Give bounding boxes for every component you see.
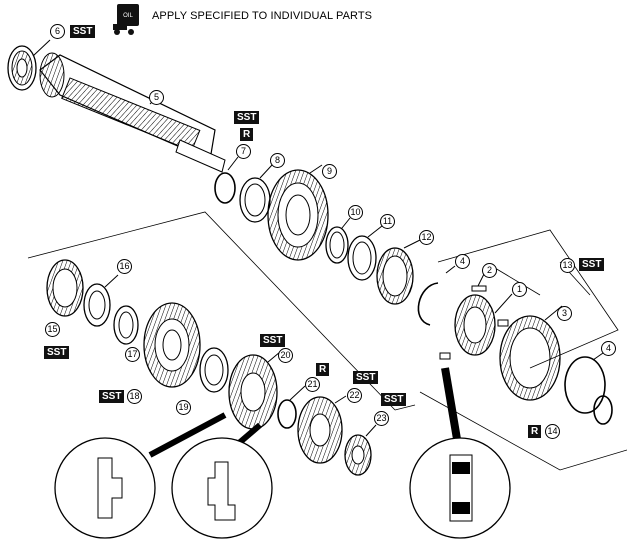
callout-19: 19 — [176, 400, 191, 415]
clutch-hub-1 — [454, 293, 513, 356]
group-panel-right — [419, 391, 627, 471]
snap-ring-21 — [277, 385, 306, 429]
snap-ring-4b — [564, 352, 606, 414]
callout-4b: 4 — [601, 341, 616, 356]
synchronizer-ring-10 — [325, 217, 351, 264]
callout-7: 7 — [236, 144, 251, 159]
r-badge: R — [240, 128, 254, 141]
sst-badge: SST — [44, 346, 70, 359]
bearing-23 — [344, 424, 377, 476]
callout-1: 1 — [512, 282, 527, 297]
callout-9: 9 — [322, 164, 337, 179]
sst-badge: SST — [260, 334, 286, 347]
leader-line — [494, 267, 541, 296]
snap-ring-4a — [417, 265, 456, 326]
callout-10: 10 — [348, 205, 363, 220]
assembly-bracket-13 — [437, 229, 619, 369]
synchronizer-ring-12 — [376, 239, 421, 305]
group-panel-left — [27, 211, 396, 411]
detail-view-3 — [409, 367, 511, 539]
retaining-ring-7 — [214, 156, 239, 204]
callout-4a: 4 — [455, 254, 470, 269]
gear-22 — [297, 395, 347, 464]
r-badge: R — [528, 425, 542, 438]
callout-11: 11 — [380, 214, 395, 229]
sst-badge: SST — [353, 371, 379, 384]
callout-18: 18 — [127, 389, 142, 404]
callout-5: 5 — [149, 90, 164, 105]
synchronizer-ring-11 — [347, 225, 383, 281]
callout-22: 22 — [347, 388, 362, 403]
callout-14: 14 — [545, 424, 560, 439]
callout-12: 12 — [419, 230, 434, 245]
detail-view-1 — [54, 412, 227, 539]
sst-badge: SST — [234, 111, 260, 124]
sst-badge: SST — [579, 258, 605, 271]
callout-2: 2 — [482, 263, 497, 278]
callout-16: 16 — [117, 259, 132, 274]
callout-23: 23 — [374, 411, 389, 426]
synchronizer-ring-19 — [199, 347, 229, 393]
callout-6: 6 — [50, 24, 65, 39]
synchronizer-key — [497, 319, 509, 327]
synchronizer-key — [439, 352, 451, 360]
gear-18 — [143, 302, 201, 388]
sst-badge: SST — [381, 393, 407, 406]
synchronizer-ring-15 — [46, 259, 84, 317]
clutch-sleeve-3 — [499, 305, 563, 401]
callout-15: 15 — [45, 322, 60, 337]
oil-can-icon: OIL — [113, 4, 139, 35]
r-badge: R — [316, 363, 330, 376]
gear-20 — [228, 351, 281, 430]
callout-3: 3 — [557, 306, 572, 321]
snap-ring-14 — [593, 395, 613, 425]
synchronizer-ring-16 — [83, 274, 119, 327]
detail-view-2 — [171, 422, 273, 539]
bearing-6 — [7, 39, 51, 91]
main-shaft-5 — [39, 52, 226, 173]
callout-20: 20 — [278, 348, 293, 363]
callout-21: 21 — [305, 377, 320, 392]
synchronizer-ring-8 — [239, 164, 273, 223]
oil-can-label: OIL — [123, 13, 133, 19]
callout-8: 8 — [270, 153, 285, 168]
callout-13: 13 — [560, 258, 575, 273]
callout-17: 17 — [125, 347, 140, 362]
sst-badge: SST — [70, 25, 96, 38]
gear-9 — [267, 164, 329, 261]
header-instruction-text: APPLY SPECIFIED TO INDIVIDUAL PARTS — [152, 10, 373, 22]
synchronizer-ring-17 — [113, 305, 139, 345]
sst-badge: SST — [99, 390, 125, 403]
